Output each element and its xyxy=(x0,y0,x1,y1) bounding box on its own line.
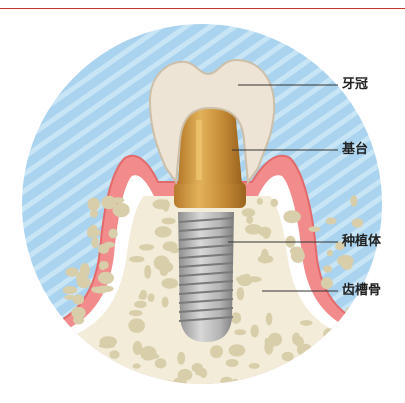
label-alveolar-bone: 齿槽骨 xyxy=(342,283,381,299)
implant xyxy=(178,212,234,342)
label-abutment: 基台 xyxy=(342,142,368,158)
label-crown: 牙冠 xyxy=(342,77,368,93)
label-implant: 种植体 xyxy=(342,234,381,250)
